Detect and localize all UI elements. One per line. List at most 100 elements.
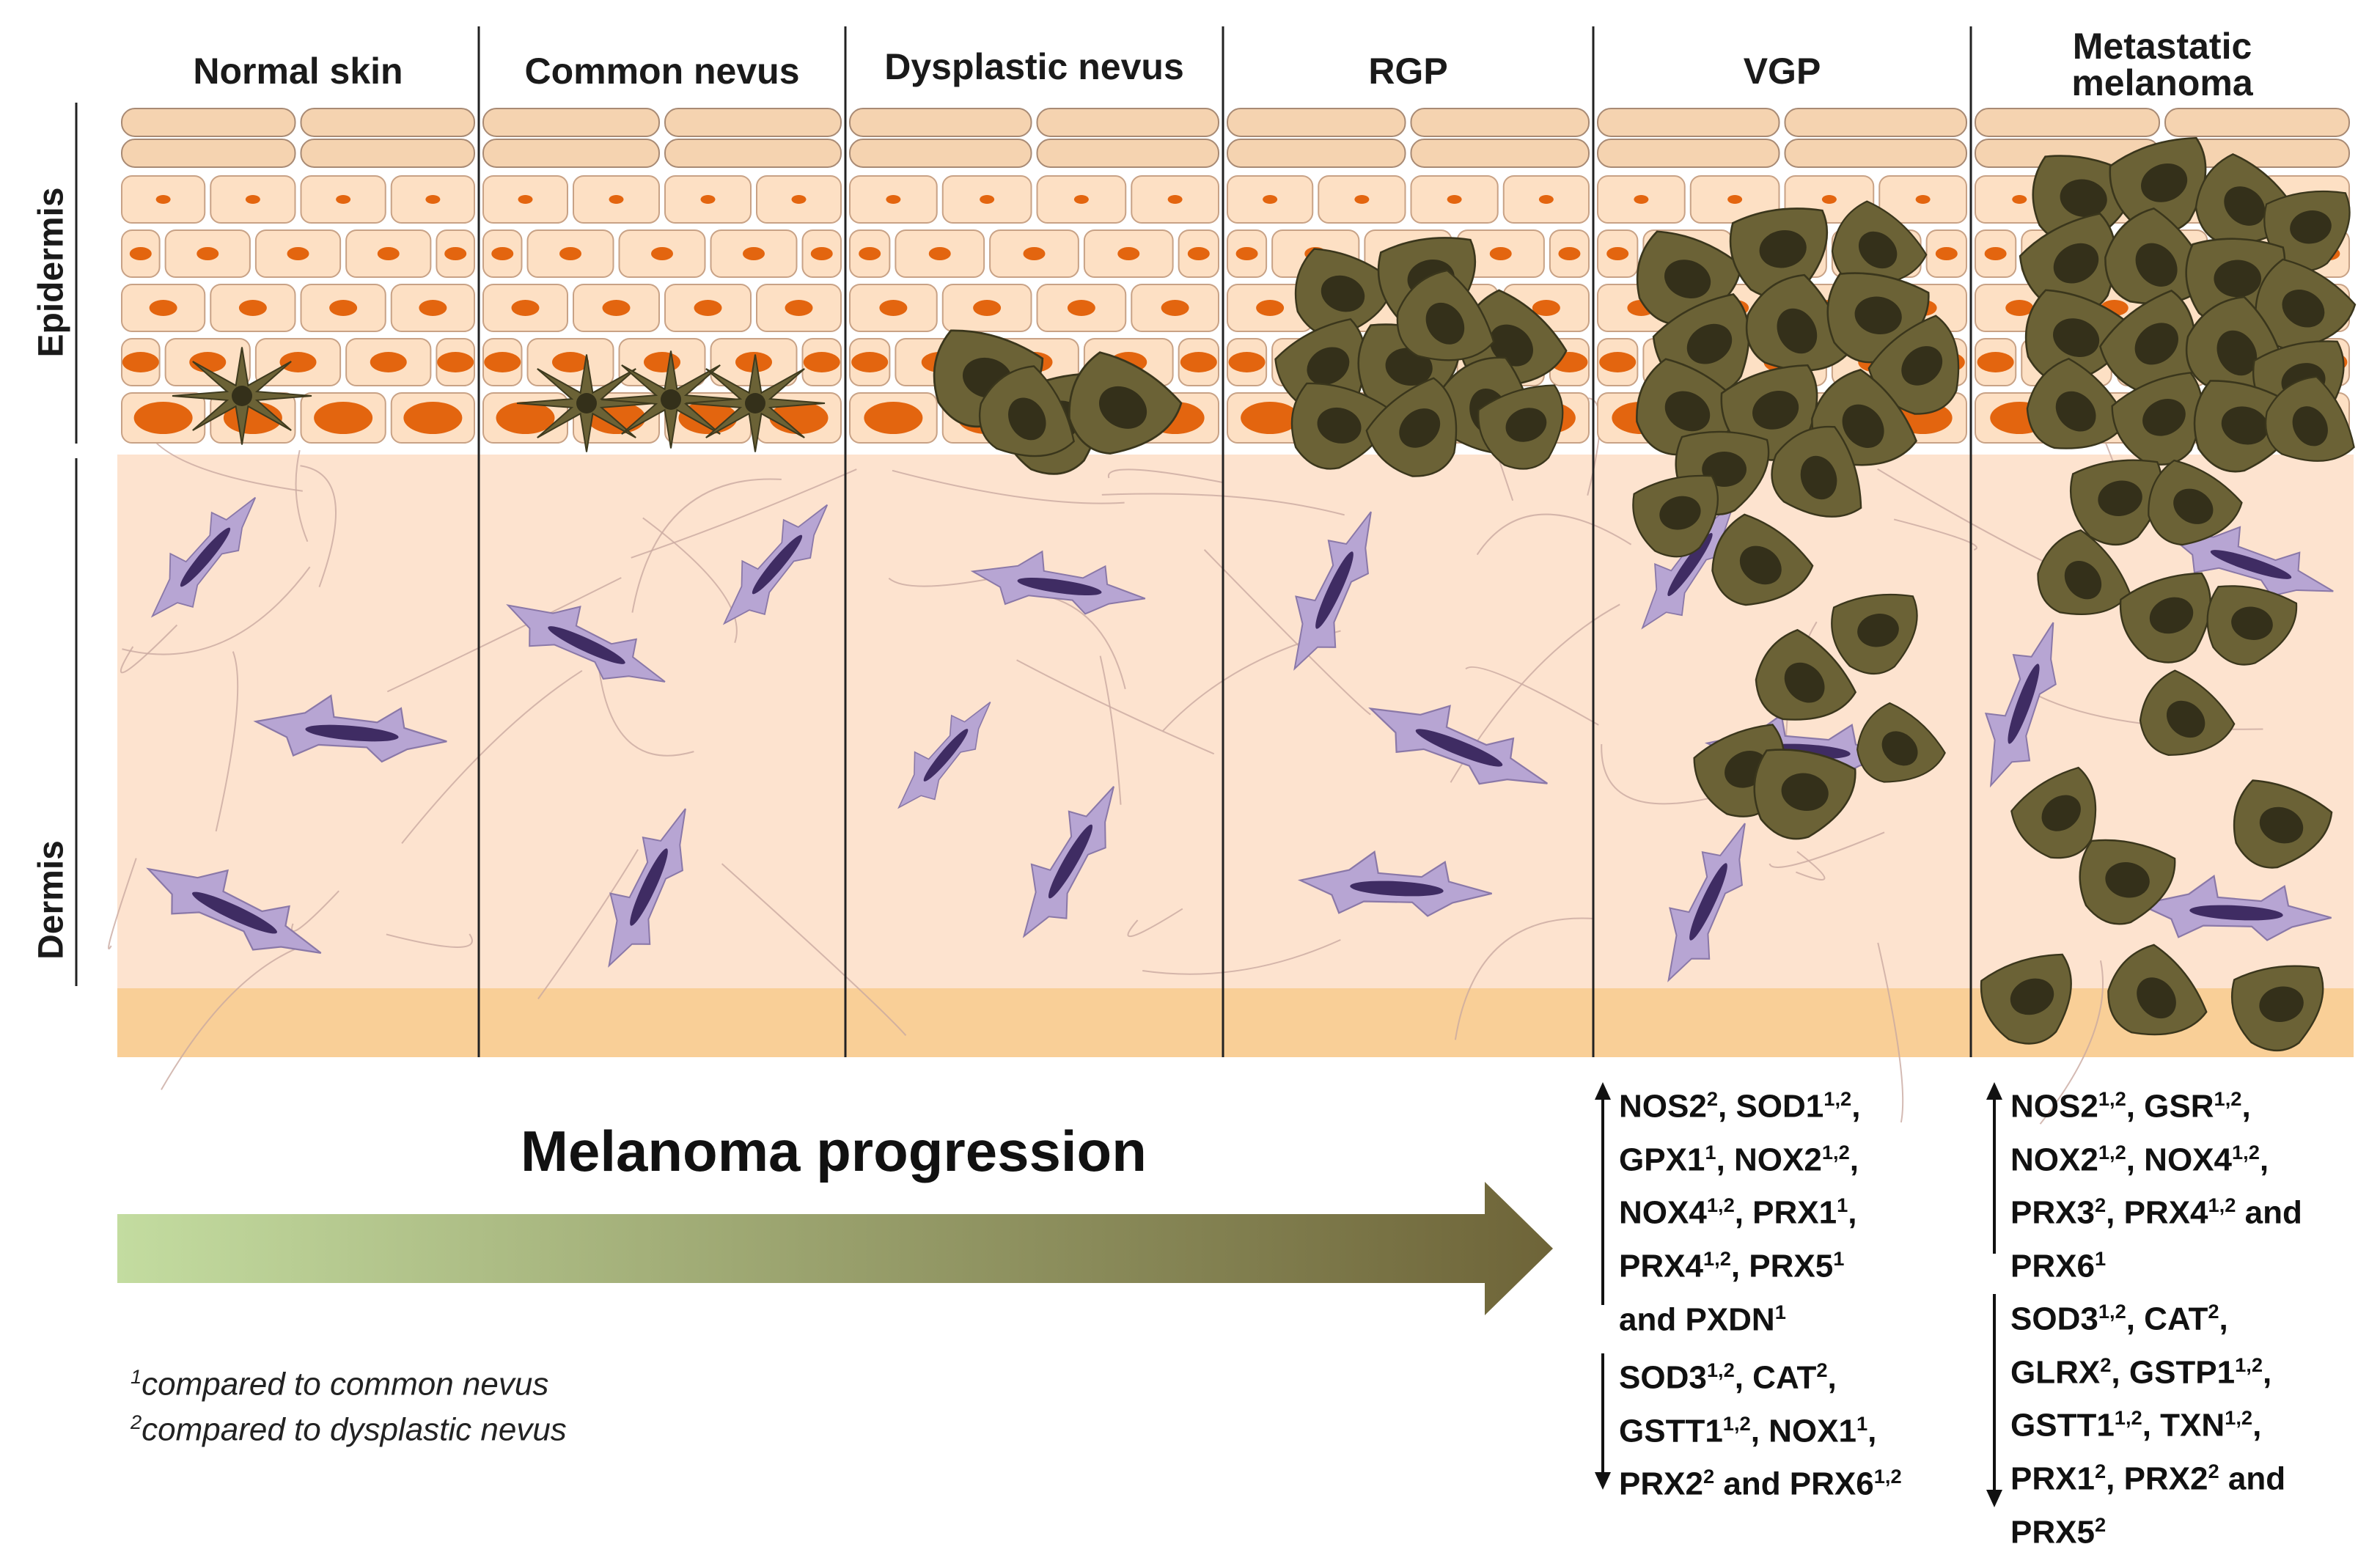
epidermis-layer (121, 108, 2350, 444)
gene-text: PRX1 (2010, 1460, 2095, 1497)
col-title-vgp: VGP (1743, 51, 1821, 92)
progression-arrow (117, 1182, 1553, 1315)
fibroblast (150, 496, 257, 618)
col-title-line1: Metastatic (2072, 26, 2252, 67)
stratum-corneum-cell (1784, 108, 1967, 137)
keratinocyte-nucleus (1023, 247, 1046, 260)
melanoma-cell-nucleus (2282, 290, 2325, 328)
stratum-corneum-cell (2164, 108, 2350, 137)
melanocyte-nucleus (661, 389, 681, 410)
keratinocyte-nucleus (743, 247, 765, 260)
melanoma-cell (1290, 382, 1389, 470)
col-title-line2: melanoma (2071, 62, 2253, 103)
melanoma-cell-nucleus (2134, 323, 2178, 365)
gene-text: , (1827, 1359, 1837, 1396)
melanoma-cell (1365, 377, 1458, 477)
stratum-corneum-cell (300, 108, 475, 137)
keratinocyte-nucleus (484, 352, 521, 372)
keratinocyte-nucleus (122, 352, 159, 372)
keratinocyte-nucleus (700, 195, 716, 204)
keratinocyte-nucleus (1727, 195, 1743, 204)
melanoma-cell-nucleus (2214, 260, 2261, 298)
melanoma-cell-nucleus (1800, 455, 1837, 500)
dermis-label: Dermis (32, 840, 71, 960)
stratum-corneum-cell (121, 108, 296, 137)
melanoma-cell-nucleus (1752, 391, 1799, 430)
fibroblast-nucleus (1415, 729, 1503, 767)
stratum-corneum-cell (1227, 139, 1406, 168)
footnote-2-marker: 2 (131, 1411, 142, 1433)
keratinocyte-nucleus (928, 247, 951, 260)
keratinocyte-nucleus (803, 352, 840, 372)
melanoma-cell-nucleus (2224, 186, 2266, 226)
col-title-metastatic-melanoma: Metastatic melanoma (1971, 28, 2354, 101)
dermal-fiber (598, 664, 694, 757)
keratinocyte-nucleus (791, 195, 807, 204)
dermal-fiber (291, 890, 339, 932)
gene-footnote-marker: 1,2 (1706, 1359, 1735, 1381)
melanoma-cell-nucleus (1781, 773, 1829, 812)
stratum-corneum-cell (482, 108, 660, 137)
gene-text: NOS2 (1619, 1088, 1707, 1125)
gene-text: , PRX1 (1734, 1194, 1837, 1231)
gene-text: , PRX4 (2106, 1194, 2208, 1231)
gene-footnote-marker: 2 (1816, 1359, 1828, 1381)
keratinocyte-nucleus (1117, 247, 1140, 260)
keratinocyte-nucleus (403, 402, 463, 434)
stratum-corneum-cell (1410, 108, 1590, 137)
melanoma-cell (2037, 529, 2131, 615)
fibroblast-nucleus (630, 848, 668, 926)
keratinocyte-nucleus (1634, 195, 1649, 204)
melanoma-cell-nucleus (1857, 614, 1899, 647)
gene-text: PRX5 (2010, 1514, 2095, 1551)
keratinocyte-nucleus (651, 247, 673, 260)
fibroblast (1293, 511, 1372, 671)
dermal-fiber (1142, 938, 1341, 975)
melanoma-cell-nucleus (1901, 346, 1943, 386)
gene-list-line: GSTT11,2, NOX11, (1619, 1401, 1902, 1455)
melanoma-cell-nucleus (2053, 318, 2100, 357)
keratinocyte-nucleus (1558, 247, 1581, 260)
gene-list-line: PRX22 and PRX61,2 (1619, 1454, 1902, 1507)
gene-footnote-marker: 1 (1774, 1300, 1786, 1323)
melanoma-cell-nucleus (1784, 662, 1825, 703)
melanoma-cell (1831, 593, 1918, 674)
melanoma-cell (2107, 944, 2208, 1036)
dendritic-melanocyte (600, 350, 741, 449)
stratum-corneum-cell (849, 139, 1032, 168)
gene-list-line: PRX12, PRX22 and (2010, 1449, 2285, 1502)
melanoma-cell-nucleus (2141, 163, 2188, 202)
gene-text: , PRX2 (2106, 1460, 2208, 1497)
fibroblast (2166, 526, 2334, 597)
melanoma-cell-nucleus (1759, 229, 1807, 268)
melanoma-cell-nucleus (2292, 406, 2328, 446)
gene-text: , SOD1 (1718, 1088, 1824, 1125)
melanoma-cell (1711, 513, 1814, 606)
gene-list-line: PRX41,2, PRX51 (1619, 1236, 1860, 1290)
dendritic-melanocyte (516, 354, 657, 452)
fibroblast-nucleus (1017, 577, 1102, 596)
melanoma-cell (2024, 289, 2131, 384)
dermal-fiber (1203, 549, 1371, 716)
melanoma-cell-nucleus (2290, 210, 2332, 244)
melanoma-cell (2070, 459, 2163, 545)
keratinocyte-nucleus (425, 195, 441, 204)
fibroblast (722, 504, 829, 625)
gene-footnote-marker: 1,2 (2232, 1140, 2260, 1164)
keratinocyte-nucleus (859, 247, 881, 260)
melanoma-cell-nucleus (2055, 391, 2096, 432)
melanoma-cell-nucleus (1317, 407, 1362, 444)
keratinocyte-nucleus (1354, 195, 1370, 204)
melanoma-cell (1753, 749, 1856, 840)
keratinocyte-nucleus (329, 300, 358, 316)
melanoma-cell (1294, 248, 1395, 337)
gene-text: , PRX5 (1730, 1248, 1834, 1284)
melanocyte-group (172, 136, 2357, 1051)
keratinocyte-nucleus (377, 247, 400, 260)
melanoma-cell-nucleus (1777, 308, 1818, 354)
melanoma-cell (2079, 839, 2176, 925)
dermal-fiber (2039, 960, 2104, 1125)
dermal-fiber (161, 948, 296, 1090)
keratinocyte-nucleus (491, 247, 514, 260)
keratinocyte-nucleus (1532, 300, 1560, 316)
